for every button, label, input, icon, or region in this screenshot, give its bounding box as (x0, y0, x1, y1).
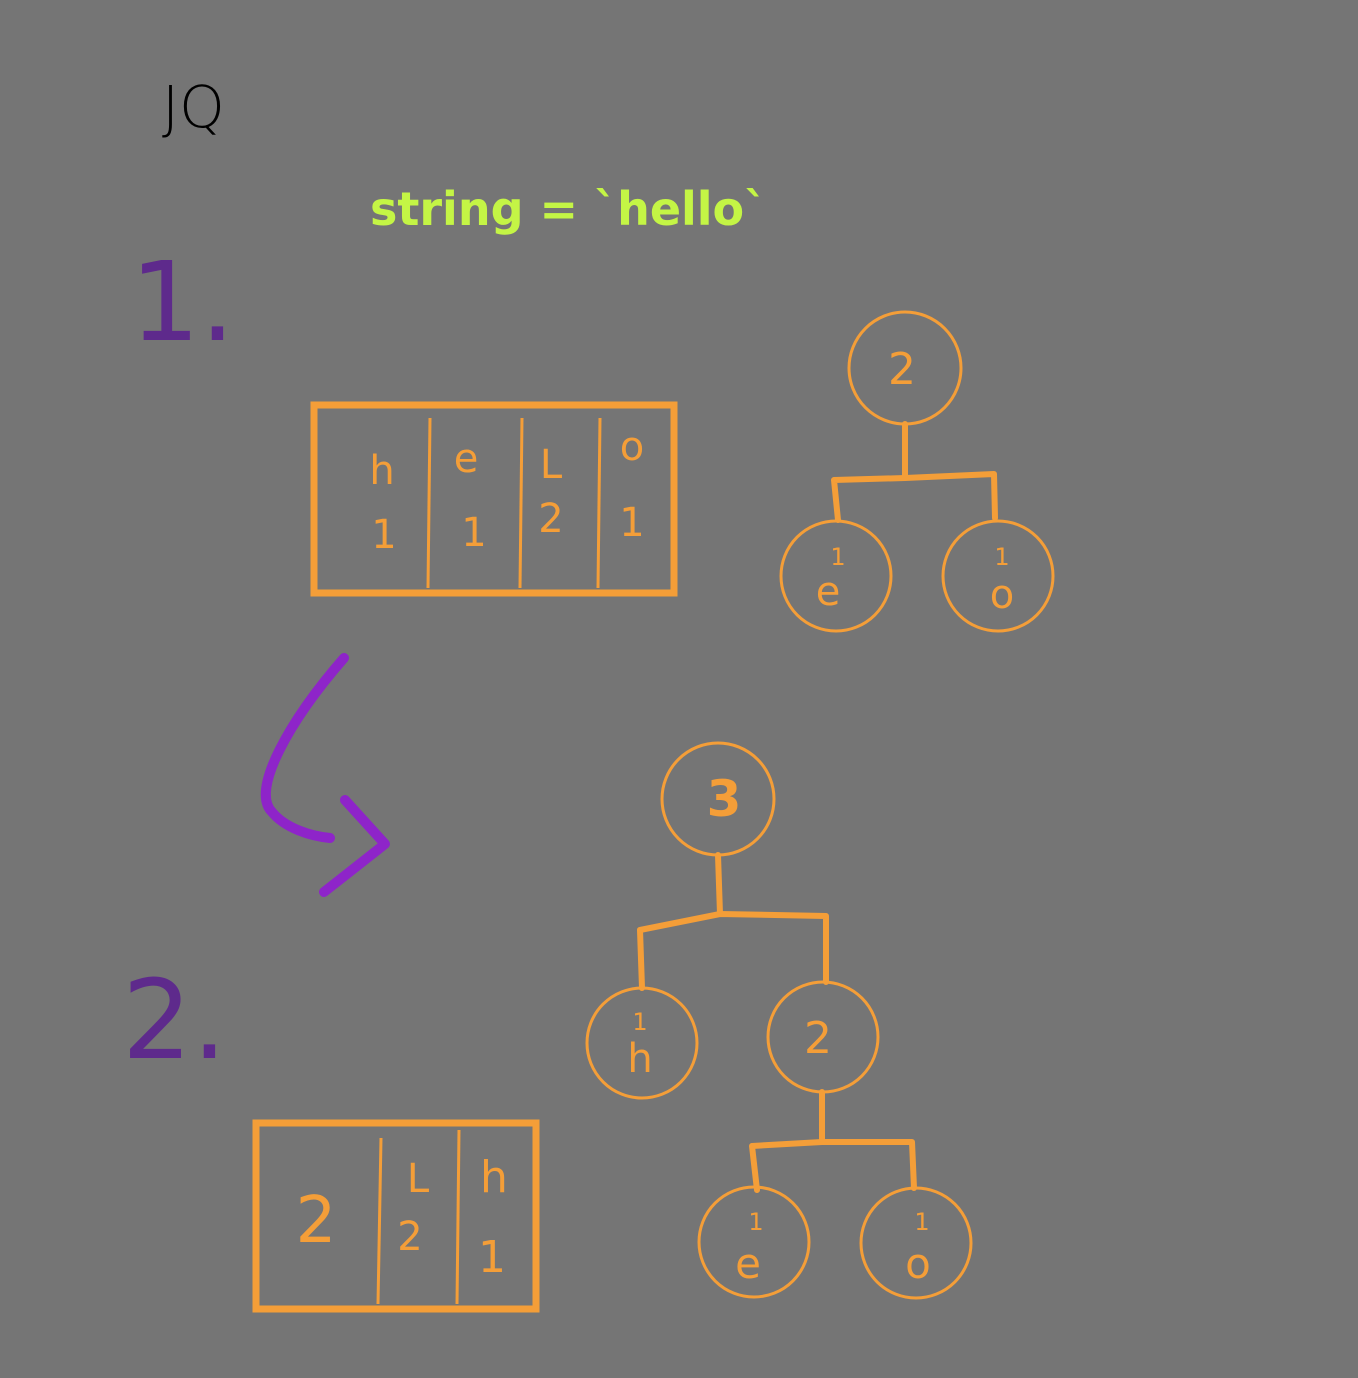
step2-queue-count: 1 (478, 1232, 506, 1283)
step2-queue-divider (376, 1137, 383, 1305)
step1-tree-left-count: 1 (830, 543, 845, 571)
transition-arrow-head (319, 795, 390, 897)
step2-tree-root-node (660, 741, 776, 857)
step1-label: 1. (130, 238, 235, 366)
step2-queue-frame (252, 1119, 540, 1313)
step2-tree-right2-count: 1 (914, 1208, 929, 1236)
step2-queue-char: h (480, 1152, 508, 1203)
step1-queue-divider (596, 417, 602, 589)
transition-arrow-curve (260, 653, 349, 843)
step1-queue-char: e (454, 436, 479, 482)
step2-tree-left-char: h (627, 1036, 652, 1082)
step2-tree-edge (715, 852, 723, 917)
step2-tree-right2-char: o (905, 1239, 931, 1288)
transition-arrow (260, 653, 390, 897)
step1-queue-char: o (620, 424, 644, 470)
step2-tree-left2-node (697, 1185, 811, 1299)
step2-queue-count: 2 (397, 1214, 422, 1260)
step2-queue-char: L (407, 1156, 430, 1202)
step2-queue-divider (455, 1129, 461, 1305)
step1-queue-count: 1 (371, 512, 396, 558)
step1-tree-edges (831, 421, 998, 523)
step1-queue-count: 1 (619, 500, 644, 546)
step1-tree-left-node (779, 519, 893, 633)
step1-queue-frame (310, 401, 678, 597)
step1-queue-divider (518, 417, 524, 589)
step1-tree-edge (831, 471, 998, 523)
step1-tree-nodes (779, 310, 1055, 633)
step1-tree-right-count: 1 (994, 543, 1009, 571)
step1-queue-count: 1 (461, 510, 486, 556)
step1-tree-root-node (847, 310, 963, 426)
step1-tree-right-char: o (990, 572, 1014, 618)
step1-queue-count: 2 (538, 496, 563, 542)
step2-tree-left-count: 1 (632, 1008, 647, 1036)
step2-tree-edges (637, 852, 917, 1193)
step1-queue-char: L (540, 442, 563, 488)
step2-queue-char: 2 (296, 1184, 337, 1258)
step2-tree-mid-node (766, 980, 880, 1094)
step1-queue (310, 401, 678, 597)
subtitle: string = `hello` (370, 182, 767, 236)
step2-tree-right2-node (859, 1186, 973, 1300)
step1-queue-char: h (369, 448, 394, 494)
step1-tree-right-node (941, 519, 1055, 633)
step2-tree-mid-label: 2 (804, 1013, 832, 1064)
step2-tree-root-label: 3 (707, 770, 742, 828)
step2-tree-edge (749, 1139, 917, 1193)
step2-tree-left2-count: 1 (748, 1208, 763, 1236)
step2-queue (252, 1119, 540, 1313)
step2-label: 2. (122, 956, 227, 1084)
step2-tree-nodes (585, 741, 973, 1300)
step1-queue-divider (426, 417, 432, 589)
heading: JQ (162, 73, 225, 141)
step2-tree-left2-char: e (735, 1239, 761, 1288)
step1-tree-left-char: e (816, 569, 841, 615)
step2-tree-edge (637, 911, 829, 991)
step2-tree-left-node (585, 986, 699, 1100)
step1-queue-cells: h 1 e 1 L 2 o 1 (369, 424, 644, 558)
step1-tree-root-label: 2 (888, 344, 916, 395)
